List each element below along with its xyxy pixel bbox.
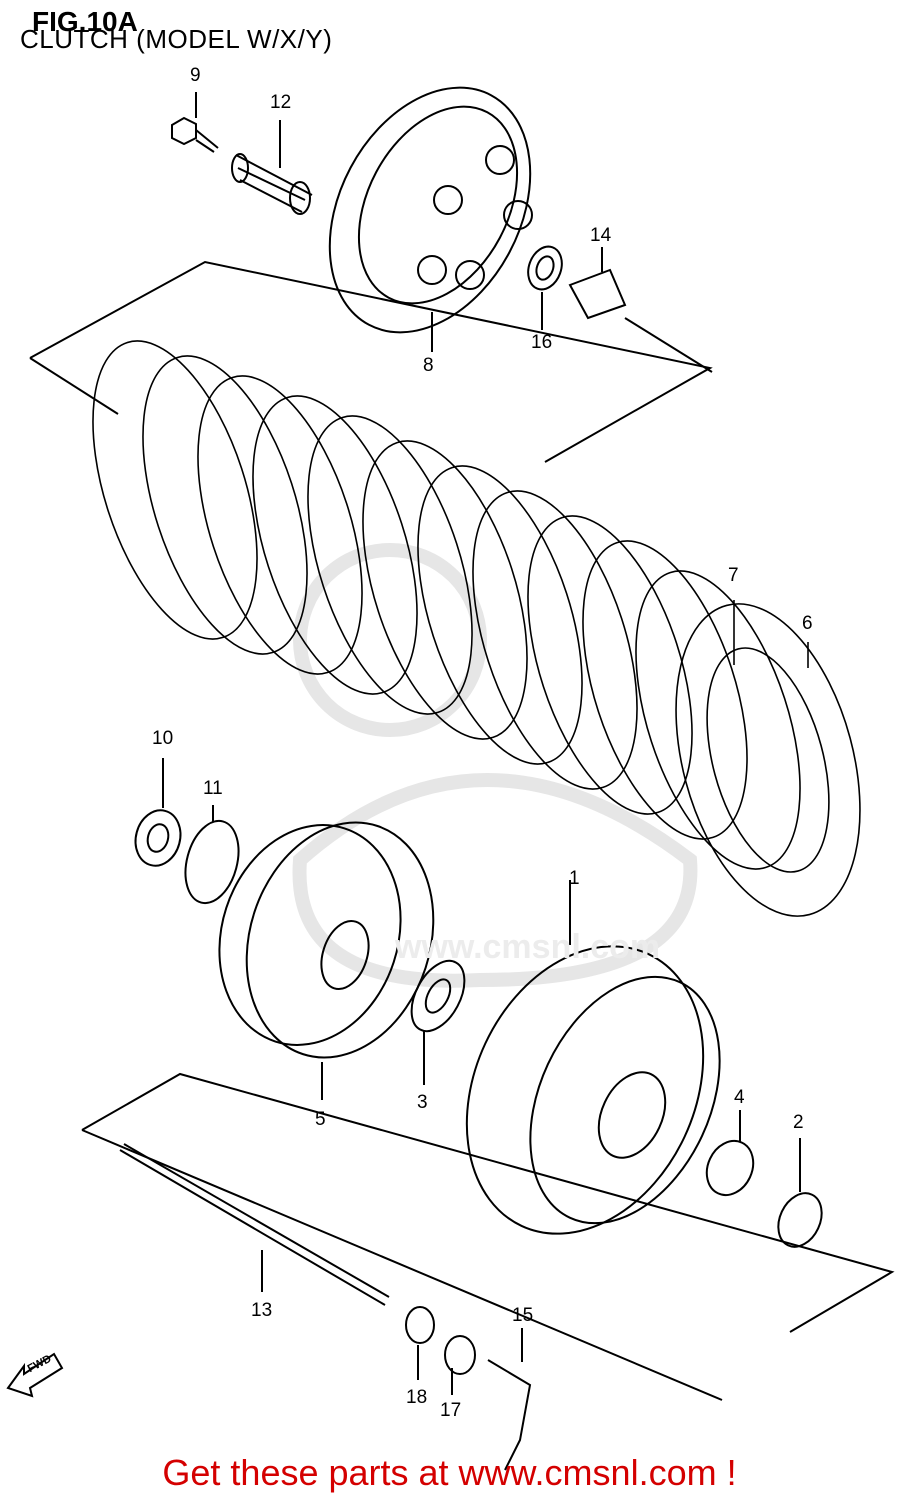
cmsnl-watermark-logo [292,543,698,988]
fwd-arrow-icon [6,1352,64,1398]
footer-link[interactable]: Get these parts at www.cmsnl.com ! [162,1452,737,1493]
callout-5: 5 [315,1109,326,1130]
clutch-housing-1 [465,880,721,1235]
assembly-box-lower [81,1072,895,1333]
callout-6: 6 [802,613,813,634]
figure-title: FIG.10A [32,6,138,37]
callout-9: 9 [190,65,201,86]
figure-subtitle: CLUTCH (MODEL W/X/Y) [20,24,333,54]
washer-3 [410,959,466,1085]
push-rod-13 [81,1072,895,1401]
callout-15: 15 [512,1305,534,1326]
callout-10: 10 [152,728,174,749]
callout-12: 12 [270,92,292,113]
callout-3: 3 [417,1092,428,1113]
callout-4: 4 [734,1087,745,1108]
assembly-box-upper [29,260,713,463]
callout-14: 14 [590,225,612,246]
callout-18: 18 [406,1387,428,1408]
nut-10-washer-11 [134,758,240,905]
small-parts-15-17-18 [405,1306,532,1471]
callout-13: 13 [251,1300,273,1321]
pressure-plate-group [29,86,713,463]
callout-16: 16 [531,332,553,353]
watermark-url: www.cmsnl.com [395,928,661,966]
callout-1: 1 [569,868,580,889]
callout-2: 2 [793,1112,804,1133]
spring-12 [231,120,313,215]
bolt-9 [171,92,219,153]
friction-plate-stack [92,340,861,917]
bearing-16-pin-14 [527,245,713,373]
callout-8: 8 [423,355,434,376]
pressure-plate [328,86,532,334]
clutch-boss-5 [218,821,435,1100]
callout-11: 11 [203,778,223,799]
callout-17: 17 [440,1400,462,1421]
needle-bearing-4-spacer-2 [705,1110,823,1248]
callout-7: 7 [728,565,739,586]
plate-6 [675,603,861,917]
